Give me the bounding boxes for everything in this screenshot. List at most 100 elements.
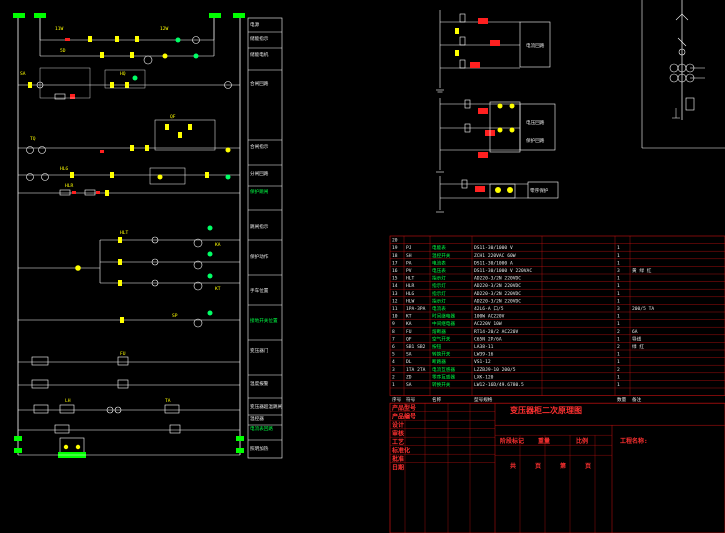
- bom-cell: 2: [392, 374, 395, 380]
- sidebar-label: 分闸回路: [250, 170, 269, 177]
- component-tag: 5D: [60, 48, 66, 54]
- sidebar-label: 合闸回路: [250, 80, 269, 87]
- bom-cell: DS11-30/1000 A: [474, 260, 513, 266]
- bom-cell: 零序互感器: [432, 373, 455, 380]
- bom-cell: QF: [406, 336, 412, 342]
- sidebar-label: 储能指示: [250, 35, 269, 42]
- bom-cell: 17: [392, 260, 398, 266]
- bom-cell: FU: [406, 329, 412, 335]
- bom-cell: LXK-120: [474, 374, 494, 380]
- title-block: 变压器柜二次原理图产品型号产品编号设计审核工艺标准化批准日期阶段标记重量比例共页…: [389, 402, 725, 533]
- bom-cell: AD220-3/2N 220VDC: [474, 298, 521, 304]
- bom-cell: SA: [406, 382, 412, 388]
- bom-cell: KT: [406, 314, 412, 320]
- current-module-group: 电流回路 电压回路 保护回路 零序保护: [436, 10, 559, 213]
- component-tag: KA: [215, 242, 221, 248]
- bom-cell: 指示灯: [432, 275, 446, 282]
- bom-cell: 1: [617, 298, 620, 304]
- module-label: 电流回路: [526, 42, 545, 49]
- bom-cell: 空气开关: [432, 335, 451, 342]
- bom-cell: 1: [617, 260, 620, 266]
- title-row-label: 产品型号: [392, 404, 416, 412]
- bom-cell: 7: [392, 336, 395, 342]
- bom-cell: 200/5 TA: [632, 306, 654, 312]
- sidebar-label: 电流表回路: [250, 425, 273, 432]
- bom-cell: 1: [617, 336, 620, 342]
- title-row-label: 审核: [392, 430, 404, 438]
- bom-cell: 15: [392, 276, 398, 282]
- title-row-label: 设计: [392, 421, 404, 429]
- component-tag: HLT: [120, 230, 129, 236]
- bom-cell: 指示灯: [432, 282, 446, 289]
- bom-cell: 14: [392, 283, 398, 289]
- component-tag: 11W: [55, 26, 64, 32]
- bom-cell: 断路器: [432, 358, 446, 365]
- bom-cell: 2: [617, 329, 620, 335]
- sidebar-label: 保护跳闸: [250, 188, 269, 195]
- bom-cell: DS11-30/1000 V: [474, 245, 513, 251]
- bom-cell: 指示灯: [432, 290, 446, 297]
- bom-cell: 1: [617, 382, 620, 388]
- bom-cell: PV: [406, 268, 412, 274]
- bom-cell: ZD: [406, 374, 412, 380]
- bom-cell: 导线: [632, 335, 642, 342]
- bom-cell: 20: [392, 238, 398, 244]
- bom-cell: 5: [392, 352, 395, 358]
- bom-cell: HLR: [406, 283, 415, 289]
- bom-cell: 3: [392, 367, 395, 373]
- bom-cell: 转换开关: [432, 351, 451, 358]
- title-row-label: 工艺: [392, 438, 404, 446]
- component-tag: KT: [215, 286, 221, 292]
- sidebar-label: 接地开关位置: [250, 317, 278, 324]
- bom-cell: 1: [617, 245, 620, 251]
- bom-cell: 1: [617, 314, 620, 320]
- sheet-label: 页: [585, 462, 591, 470]
- bom-cell: SH: [406, 253, 412, 259]
- bom-cell: DS11-30/1000 V 220VAC: [474, 268, 532, 274]
- module-label: 电压回路: [526, 119, 545, 126]
- bom-cell: 中间继电器: [432, 320, 455, 327]
- sidebar-label: 温控器: [250, 415, 264, 422]
- bom-cell: 2: [617, 344, 620, 350]
- bom-cell: 1: [617, 374, 620, 380]
- title-mid-label: 比例: [576, 437, 588, 445]
- bom-cell: 18: [392, 253, 398, 259]
- project-label: 工程名称:: [620, 437, 648, 445]
- bom-cell: ZCH1 220VAC 60W: [474, 253, 516, 259]
- bom-cell: 1: [617, 359, 620, 365]
- top-terminals: [13, 13, 245, 18]
- component-tag: QF: [170, 114, 176, 120]
- bom-header: 备注: [632, 396, 642, 403]
- bom-cell: 黄 绿 红: [632, 267, 652, 274]
- component-tag: HQ: [120, 71, 126, 77]
- bom-cell: 1: [617, 276, 620, 282]
- title-row-label: 日期: [392, 464, 404, 472]
- bom-header: 数量: [617, 396, 627, 403]
- sheet-label: 共: [510, 462, 516, 470]
- bom-cell: 11: [392, 306, 398, 312]
- bom-cell: 9: [392, 321, 395, 327]
- bom-cell: LW39-16: [474, 352, 494, 358]
- sidebar-label: 变压器超温跳闸: [250, 403, 283, 410]
- bom-cell: DL: [406, 359, 412, 365]
- component-tag: LH: [65, 398, 71, 404]
- bom-cell: VS1-12: [474, 359, 491, 365]
- bom-cell: 3: [617, 268, 620, 274]
- bom-cell: 12: [392, 298, 398, 304]
- bom-cell: HLT: [406, 276, 415, 282]
- bom-cell: 1: [617, 291, 620, 297]
- component-tag: SA: [20, 71, 26, 77]
- sidebar-label: 跳闸指示: [250, 223, 269, 230]
- bom-cell: AD220-3/2N 220VDC: [474, 283, 521, 289]
- bom-cell: 时间继电器: [432, 313, 455, 320]
- bom-cell: 19: [392, 245, 398, 251]
- bom-header: 符号: [406, 396, 416, 403]
- bom-cell: 1: [392, 382, 395, 388]
- bom-cell: 熔断器: [432, 328, 446, 335]
- sheet-label: 页: [535, 462, 541, 470]
- bom-cell: AD220-3/2N 220VDC: [474, 276, 521, 282]
- module-label: 零序保护: [530, 187, 549, 194]
- sheet-label: 第: [559, 462, 566, 470]
